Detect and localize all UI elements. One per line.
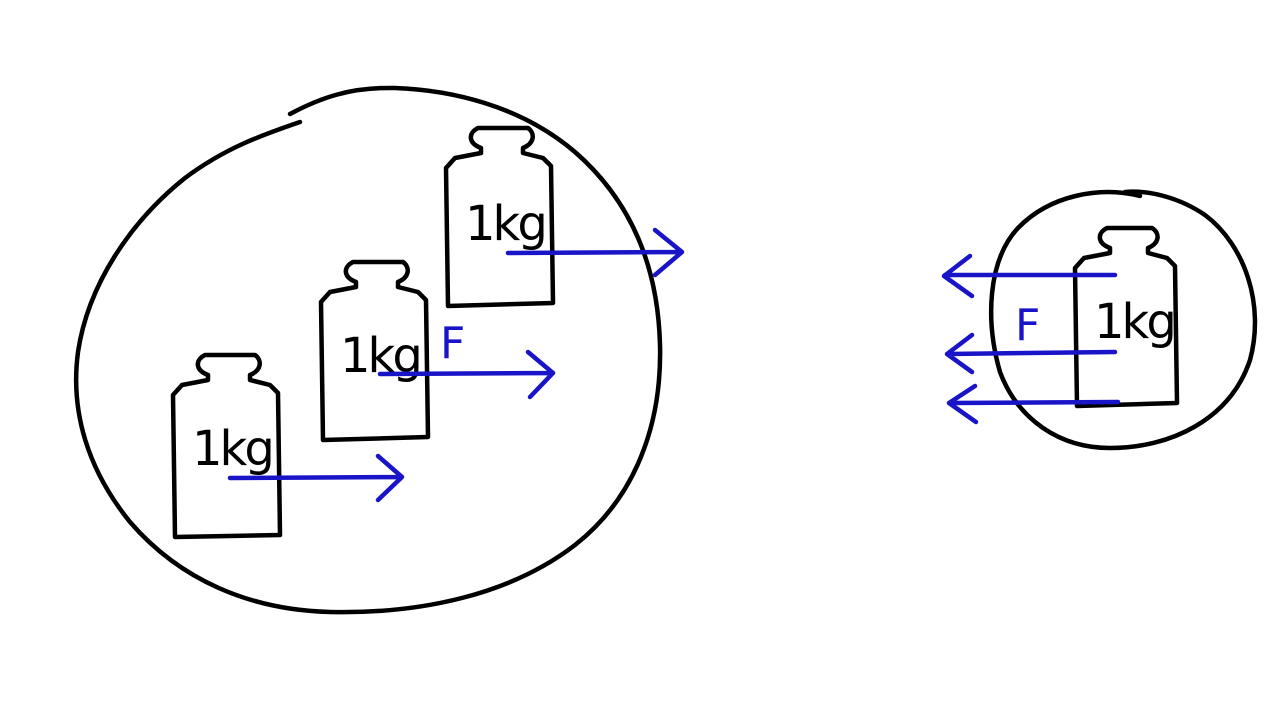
small-body: 1kg F [941,189,1258,451]
force-arrow-3 [505,227,685,278]
force-label-large: F [440,318,465,369]
force-label-small: F [1015,300,1040,351]
weight-1-label: 1kg [192,421,272,477]
large-body: 1kg 1kg 1kg F [73,85,685,615]
weight-2-outline [318,259,431,443]
force-arrow-5 [944,332,1118,375]
small-body-forces: F [941,253,1121,425]
weight-4: 1kg [1072,225,1180,409]
weight-3: 1kg [443,125,556,309]
large-body-forces: F [227,227,685,503]
weight-4-outline [1072,225,1180,409]
weight-2: 1kg [318,259,431,443]
weight-3-outline [443,125,556,309]
weight-1-outline [170,352,283,540]
weight-4-label: 1kg [1094,294,1174,350]
force-arrow-1 [227,453,405,503]
weight-1: 1kg [170,352,283,540]
weight-3-label: 1kg [465,196,545,252]
small-body-outline [988,189,1258,451]
force-arrow-4 [941,253,1118,299]
force-arrow-6 [946,383,1121,425]
large-body-outline [73,85,663,615]
force-arrow-2 [377,349,556,400]
